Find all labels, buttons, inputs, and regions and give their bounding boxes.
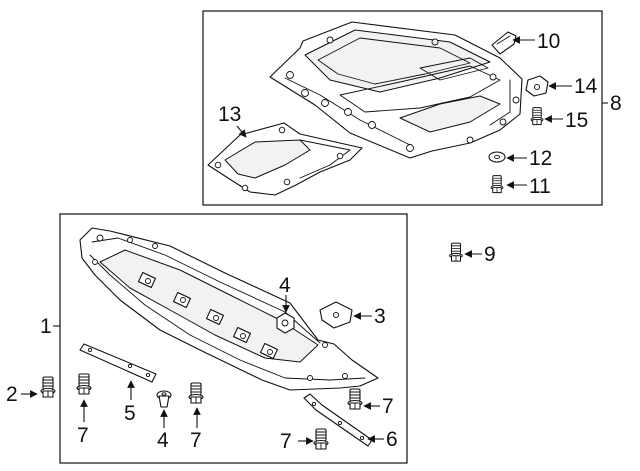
under-cover-panel (269, 21, 523, 159)
clip-part-4-lower (156, 390, 172, 408)
callout-7-a: 7 (77, 424, 89, 447)
bolt-part-15 (530, 107, 544, 126)
nut-plate-part-14 (525, 75, 549, 97)
lower-assembly-box (59, 213, 408, 464)
bolt-part-9 (449, 242, 463, 262)
callout-5: 5 (124, 402, 136, 425)
callout-3: 3 (374, 305, 386, 328)
leader-13 (236, 125, 247, 138)
bolt-part-7-c (347, 388, 363, 410)
callout-12: 12 (529, 147, 552, 170)
nut-plate-part-3 (319, 301, 353, 329)
callout-7-b: 7 (190, 429, 202, 452)
clip-part-10 (491, 31, 517, 55)
bolt-part-7-b (188, 382, 204, 404)
callout-14: 14 (574, 75, 598, 98)
callout-11: 11 (529, 175, 551, 198)
callout-9: 9 (484, 243, 496, 266)
bolt-part-7-d (313, 428, 329, 450)
callout-7-c: 7 (382, 395, 394, 418)
callout-15: 15 (565, 109, 588, 132)
side-cover-panel (207, 122, 363, 196)
strip-part-5 (79, 343, 157, 383)
bolt-part-11 (490, 175, 504, 194)
callout-2: 2 (6, 383, 18, 406)
callout-8: 8 (610, 92, 622, 115)
callout-1: 1 (40, 315, 52, 338)
nut-part-4-upper (276, 312, 295, 334)
bolt-part-7-a (76, 373, 92, 395)
front-skid-plate (79, 227, 379, 391)
bolt-part-2 (40, 376, 56, 398)
callout-13: 13 (218, 103, 241, 126)
upper-assembly-box (202, 10, 603, 206)
callout-10: 10 (537, 30, 560, 53)
washer-part-12 (488, 151, 506, 163)
callout-4-upper: 4 (279, 274, 291, 297)
callout-6: 6 (386, 428, 398, 451)
callout-4-lower: 4 (157, 429, 169, 452)
callout-7-d: 7 (280, 430, 292, 453)
